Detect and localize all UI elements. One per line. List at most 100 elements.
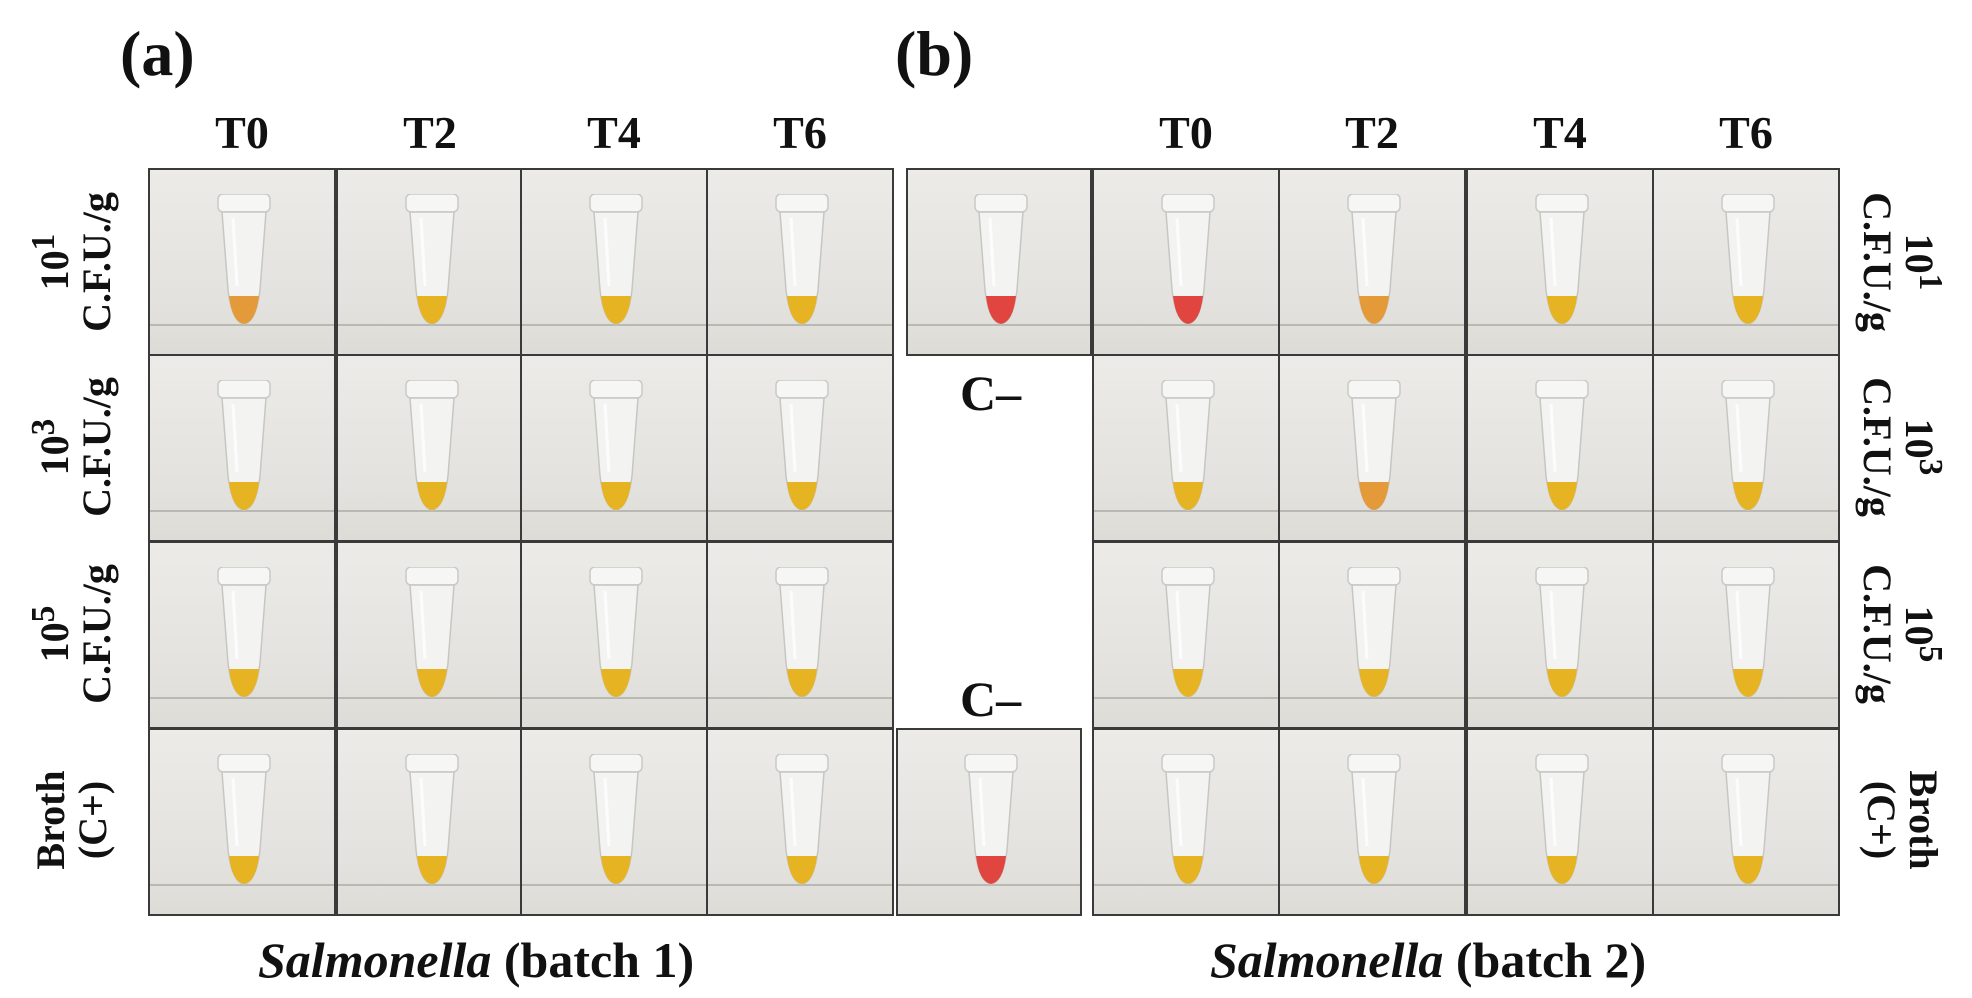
tube-cell-batch2-r1-c1 <box>1092 168 1280 356</box>
col-header-b-t0: T0 <box>1159 107 1213 158</box>
bench-line <box>708 884 892 886</box>
pcr-tube-icon <box>1346 754 1402 886</box>
caption-batch-1: Salmonella (batch 1) <box>258 932 695 988</box>
pcr-tube-icon <box>1346 194 1402 326</box>
pcr-tube-icon <box>973 194 1029 326</box>
pcr-tube-icon <box>404 380 460 512</box>
tube-cell-batch1-r1-c2 <box>336 168 524 356</box>
tube-cell-batch1-r4-c3 <box>520 728 708 916</box>
tube-cell-batch2-r2-c2 <box>1278 354 1466 542</box>
bench-line <box>1280 510 1464 512</box>
pcr-tube-icon <box>1346 380 1402 512</box>
bench-line <box>522 510 706 512</box>
pcr-tube-icon <box>404 194 460 326</box>
pcr-tube-icon <box>588 194 644 326</box>
pcr-tube-icon <box>216 194 272 326</box>
pcr-tube-icon <box>1160 754 1216 886</box>
pcr-tube-icon <box>1720 380 1776 512</box>
col-header-b-t4: T4 <box>1533 107 1587 158</box>
panel-a-label: (a) <box>120 18 195 89</box>
bench-line <box>522 884 706 886</box>
tube-cell-batch2-r4-c4 <box>1652 728 1840 916</box>
bench-line <box>338 884 522 886</box>
col-header-b-t2: T2 <box>1345 107 1399 158</box>
bench-line <box>1654 510 1838 512</box>
pcr-tube-icon <box>1720 754 1776 886</box>
tube-cell-batch1-r1-c4 <box>706 168 894 356</box>
pcr-tube-icon <box>1534 567 1590 699</box>
bench-line <box>1468 510 1652 512</box>
tube-cell-batch1-r1-c3 <box>520 168 708 356</box>
row-label-left-3: 105 C.F.U./g <box>24 564 120 704</box>
col-header-b-t6: T6 <box>1719 107 1773 158</box>
bench-line <box>1094 510 1278 512</box>
tube-cell-batch2-r3-c4 <box>1652 541 1840 729</box>
pcr-tube-icon <box>1160 567 1216 699</box>
pcr-tube-icon <box>588 380 644 512</box>
tube-cell-batch1-r3-c3 <box>520 541 708 729</box>
pcr-tube-icon <box>404 567 460 699</box>
pcr-tube-icon <box>1720 567 1776 699</box>
pcr-tube-icon <box>1346 567 1402 699</box>
pcr-tube-icon <box>216 754 272 886</box>
pcr-tube-icon <box>774 380 830 512</box>
pcr-tube-icon <box>774 754 830 886</box>
bench-line <box>1654 697 1838 699</box>
tube-cell-batch2-r3-c3 <box>1466 541 1654 729</box>
bench-line <box>708 324 892 326</box>
bench-line <box>1094 324 1278 326</box>
tube-cell-batch1-r3-c4 <box>706 541 894 729</box>
bench-line <box>150 510 334 512</box>
tube-cell-batch2-r3-c1 <box>1092 541 1280 729</box>
pcr-tube-icon <box>1160 380 1216 512</box>
bench-line <box>150 697 334 699</box>
tube-cell-batch1-r4-c2 <box>336 728 524 916</box>
tube-cell-batch2-r2-c4 <box>1652 354 1840 542</box>
panel-b-label: (b) <box>895 18 974 89</box>
bench-line <box>522 324 706 326</box>
tube-cell-batch1-r2-c1 <box>148 354 336 542</box>
caption-batch-2: Salmonella (batch 2) <box>1210 932 1647 988</box>
tube-cell-batch1-r3-c1 <box>148 541 336 729</box>
bench-line <box>1280 884 1464 886</box>
pcr-tube-icon <box>588 567 644 699</box>
pcr-tube-icon <box>1160 194 1216 326</box>
bench-line <box>522 697 706 699</box>
col-header-a-t6: T6 <box>773 107 827 158</box>
pcr-tube-icon <box>1534 194 1590 326</box>
tube-cell-batch2-r4-c1 <box>1092 728 1280 916</box>
bench-line <box>898 884 1080 886</box>
pcr-tube-icon <box>963 754 1019 886</box>
bench-line <box>1094 884 1278 886</box>
pcr-tube-icon <box>1534 380 1590 512</box>
bench-line <box>708 697 892 699</box>
row-label-left-4: Broth (C+) <box>28 770 115 870</box>
tube-cell-batch1-r4-c4 <box>706 728 894 916</box>
row-label-right-2: 103 C.F.U./g <box>1854 377 1950 517</box>
negative-control-label-bottom: C– <box>960 671 1022 727</box>
bench-line <box>150 884 334 886</box>
tube-cell-batch2-r1-c3 <box>1466 168 1654 356</box>
bench-line <box>1094 697 1278 699</box>
tube-cell-batch1-r3-c2 <box>336 541 524 729</box>
tube-cell-batch2-r1-c4 <box>1652 168 1840 356</box>
pcr-tube-icon <box>216 380 272 512</box>
tube-cell-batch1-r2-c4 <box>706 354 894 542</box>
pcr-tube-icon <box>216 567 272 699</box>
bench-line <box>908 324 1090 326</box>
bench-line <box>338 510 522 512</box>
negative-control-cell-top <box>906 168 1092 356</box>
bench-line <box>1280 324 1464 326</box>
row-label-right-1: 101 C.F.U./g <box>1854 192 1950 332</box>
pcr-tube-icon <box>1720 194 1776 326</box>
col-header-a-t0: T0 <box>215 107 269 158</box>
bench-line <box>1468 324 1652 326</box>
row-label-right-4: Broth (C+) <box>1859 770 1946 870</box>
row-label-left-1: 101 C.F.U./g <box>24 192 120 332</box>
tube-cell-batch1-r1-c1 <box>148 168 336 356</box>
tube-cell-batch2-r2-c1 <box>1092 354 1280 542</box>
pcr-tube-icon <box>774 567 830 699</box>
bench-line <box>1280 697 1464 699</box>
bench-line <box>338 697 522 699</box>
bench-line <box>1468 697 1652 699</box>
